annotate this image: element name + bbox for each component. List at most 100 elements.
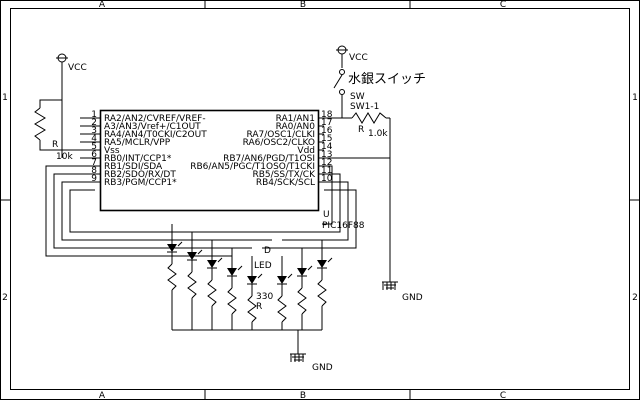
ic-pin-name: RB6/AN5/PGC/T1OSO/T1CKI bbox=[190, 162, 315, 172]
ic-pin-name: RA5/MCLR/VPP bbox=[104, 138, 171, 148]
ic-pin-name: RB4/SCK/SCL bbox=[256, 178, 315, 188]
row-label-2-left: 2 bbox=[2, 293, 8, 303]
led-resistor bbox=[187, 271, 197, 299]
mercury-switch bbox=[333, 69, 345, 95]
pullup-resistor bbox=[351, 112, 387, 124]
ic-pin-number: 11 bbox=[321, 166, 332, 176]
ic-pin-number: 10 bbox=[321, 174, 333, 184]
mclr-resistor-value: 10k bbox=[56, 152, 73, 162]
col-label-b-bottom: B bbox=[300, 391, 306, 400]
ic-pin-name: RA7/OSC1/CLKI bbox=[247, 130, 316, 140]
ic-pin-name: Vss bbox=[104, 146, 120, 156]
ic-pin-name: RA1/AN1 bbox=[276, 114, 315, 124]
led-diode bbox=[317, 260, 327, 268]
gnd-label-right: GND bbox=[402, 293, 423, 303]
led-resistor bbox=[317, 279, 327, 307]
ic-pin-name: RB5/SS/TX/CK bbox=[252, 170, 316, 180]
led-resistor bbox=[277, 295, 287, 323]
led-resistor bbox=[247, 295, 257, 323]
led-light-ray bbox=[287, 273, 293, 279]
led-resistor bbox=[297, 287, 307, 315]
switch-type: SW bbox=[350, 92, 365, 102]
led-diode bbox=[167, 244, 177, 252]
pullup-ref: R bbox=[358, 125, 364, 135]
ic-pin-number: 4 bbox=[91, 134, 97, 144]
led-resistor bbox=[227, 287, 237, 315]
ic-pin-name: Vdd bbox=[297, 146, 315, 156]
led-diode bbox=[227, 268, 237, 276]
led-ref: D bbox=[264, 246, 271, 256]
ic-pin-name: RB1/SDI/SDA bbox=[104, 162, 163, 172]
ic-pin-number: 6 bbox=[91, 150, 97, 160]
mclr-resistor-ref: R bbox=[52, 140, 58, 150]
ic-pin-name: RA4/AN4/T0CKI/C2OUT bbox=[104, 130, 207, 140]
ic-pin-number: 15 bbox=[321, 134, 332, 144]
ic-pin-name: RA0/AN0 bbox=[276, 122, 316, 132]
inner-border bbox=[10, 8, 630, 390]
vcc-label-left: VCC bbox=[68, 63, 87, 73]
ic-pin-number: 14 bbox=[321, 142, 333, 152]
led-light-ray bbox=[177, 241, 183, 247]
wire-mclr bbox=[39, 140, 95, 151]
ic-pin-number: 9 bbox=[91, 174, 97, 184]
led-diode bbox=[297, 268, 307, 276]
col-label-c-bottom: C bbox=[500, 391, 506, 400]
ic-pin-number: 8 bbox=[91, 166, 97, 176]
vcc-symbol-right bbox=[336, 45, 348, 68]
ic-pin-number: 3 bbox=[91, 126, 97, 136]
ic-pin-number: 13 bbox=[321, 150, 332, 160]
led-diode bbox=[247, 276, 257, 284]
led-light-ray bbox=[237, 265, 243, 271]
ic-pin-number: 16 bbox=[321, 126, 333, 136]
ic-pin-name: RB0/INT/CCP1* bbox=[104, 154, 172, 164]
led-diode bbox=[277, 276, 287, 284]
row-label-1-right: 1 bbox=[632, 93, 638, 103]
vcc-label-right: VCC bbox=[349, 53, 368, 63]
ic-pin-number: 18 bbox=[321, 110, 333, 120]
ic-pin-number: 17 bbox=[321, 118, 332, 128]
led-light-ray bbox=[197, 249, 203, 255]
led-diode bbox=[187, 252, 197, 260]
led-light-ray bbox=[327, 257, 333, 263]
led-light-ray bbox=[307, 265, 313, 271]
ic-pin-name: RB2/SDO/RX/DT bbox=[104, 170, 176, 180]
led-resistor bbox=[207, 279, 217, 307]
led-light-ray bbox=[257, 273, 263, 279]
col-label-c-top: C bbox=[500, 0, 506, 10]
gnd-label-bottom: GND bbox=[312, 363, 333, 373]
led-resistor-ref: R bbox=[256, 302, 262, 312]
ic-pin-number: 12 bbox=[321, 158, 332, 168]
led-resistor-value: 330 bbox=[256, 292, 273, 302]
row-label-2-right: 2 bbox=[632, 293, 638, 303]
ic-pin-number: 2 bbox=[91, 118, 97, 128]
led-chain bbox=[167, 224, 333, 354]
switch-ref: SW1-1 bbox=[350, 102, 379, 112]
led-diode bbox=[207, 260, 217, 268]
ic-pin-number: 1 bbox=[91, 110, 97, 120]
mclr-resistor bbox=[34, 107, 46, 141]
vcc-symbol-left bbox=[56, 53, 68, 100]
led-light-ray bbox=[217, 257, 223, 263]
ic-pin-name: RB7/AN6/PGD/T1OSI bbox=[223, 154, 315, 164]
led-resistor bbox=[167, 263, 177, 291]
led-label: LED bbox=[254, 261, 272, 271]
ic-pin-name: RA6/OSC2/CLKO bbox=[243, 138, 315, 148]
portb-wires bbox=[45, 165, 357, 257]
ic-pin-name: RB3/PGM/CCP1* bbox=[104, 178, 177, 188]
col-label-a-top: A bbox=[99, 0, 106, 10]
ic-pin-number: 5 bbox=[91, 142, 97, 152]
col-label-a-bottom: A bbox=[99, 391, 106, 400]
col-label-b-top: B bbox=[300, 0, 306, 10]
gnd-symbol-right bbox=[382, 281, 398, 290]
ic-part-label: PIC16F88 bbox=[322, 221, 365, 231]
switch-name: 水銀スイッチ bbox=[348, 72, 426, 87]
gnd-symbol-bottom bbox=[290, 353, 306, 362]
ic-pin-number: 7 bbox=[91, 158, 97, 168]
row-label-1-left: 1 bbox=[2, 93, 8, 103]
wire-vcc-to-mclr-r bbox=[39, 99, 62, 108]
pullup-value: 1.0k bbox=[368, 129, 388, 139]
